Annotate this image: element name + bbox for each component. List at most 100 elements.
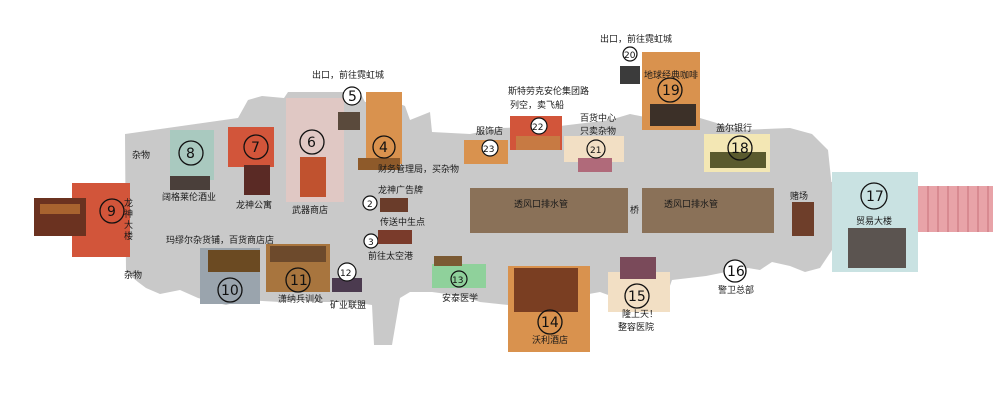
marker-4: 4 bbox=[379, 140, 388, 156]
building-5-photo bbox=[338, 112, 360, 130]
label-clothing-store: 服饰店 bbox=[476, 125, 503, 137]
building-4-block bbox=[366, 92, 402, 164]
marker-16: 16 bbox=[727, 264, 745, 280]
marker-10: 10 bbox=[221, 283, 239, 299]
building-15-photo bbox=[620, 257, 656, 279]
marker-10-circle bbox=[217, 277, 243, 303]
marker-11: 11 bbox=[290, 273, 308, 289]
marker-17-circle bbox=[860, 182, 888, 210]
marker-8-circle bbox=[178, 140, 204, 166]
building-7-photo bbox=[244, 165, 270, 195]
marker-19-circle bbox=[657, 77, 683, 103]
label-general-store: 玛缪尔杂货铺，百货商店店 bbox=[166, 234, 274, 246]
label-clinic: 安泰医学 bbox=[442, 292, 478, 304]
marker-12: 12 bbox=[340, 269, 351, 279]
label-zawu-bottom: 杂物 bbox=[124, 269, 142, 281]
marker-18: 18 bbox=[731, 141, 749, 157]
pink-striped-exit bbox=[918, 186, 993, 232]
label-zawu-top: 杂物 bbox=[132, 149, 150, 161]
building-10-photo bbox=[208, 250, 260, 272]
marker-6: 6 bbox=[307, 135, 316, 151]
marker-13: 13 bbox=[452, 276, 463, 286]
label-longshen-billboard: 龙神广告牌 bbox=[378, 184, 423, 196]
marker-8: 8 bbox=[186, 146, 195, 162]
canal-left-label: 透风口排水管 bbox=[514, 198, 568, 210]
building-8-block bbox=[170, 130, 214, 180]
marker-23: 23 bbox=[483, 145, 494, 155]
label-longshen-building-1: 龙 bbox=[124, 197, 133, 209]
building-6-photo bbox=[300, 157, 326, 197]
marker-14: 14 bbox=[541, 315, 559, 331]
building-8-photo bbox=[170, 176, 210, 190]
building-9-photo bbox=[34, 198, 86, 236]
canal-left bbox=[470, 188, 628, 233]
label-volii-hotel: 沃利酒店 bbox=[532, 334, 568, 346]
building-21-photo bbox=[578, 158, 612, 172]
marker-11-circle bbox=[285, 267, 311, 293]
building-4-photo bbox=[358, 158, 400, 170]
label-xiaona-bar: 潇纳兵训处 bbox=[278, 293, 323, 305]
label-exit-top-right: 出口，前往霓虹城 bbox=[600, 33, 672, 45]
canal-right-label: 透风口排水管 bbox=[664, 198, 718, 210]
label-shengtian-2: 整容医院 bbox=[618, 321, 654, 333]
label-mall-1: 百货中心 bbox=[580, 112, 616, 124]
building-12-photo bbox=[332, 278, 362, 292]
label-schmidt-1: 斯特劳克安伦集团路 bbox=[508, 85, 589, 97]
marker-7-circle bbox=[243, 134, 269, 160]
label-mall-2: 只卖杂物 bbox=[580, 125, 616, 137]
label-to-space-port: 前往太空港 bbox=[368, 250, 413, 262]
label-weapon-shop: 武器商店 bbox=[292, 204, 328, 216]
marker-21: 21 bbox=[590, 146, 601, 156]
pink-stripes bbox=[927, 186, 989, 232]
marker-5-circle bbox=[342, 86, 362, 106]
marker-5: 5 bbox=[348, 89, 357, 105]
billboard-photo bbox=[380, 198, 408, 212]
label-longshen-apartment: 龙神公寓 bbox=[236, 199, 272, 211]
label-longshen-building-4: 楼 bbox=[124, 230, 133, 242]
building-13-block bbox=[432, 264, 486, 288]
marker-9: 9 bbox=[107, 204, 116, 220]
marker-17: 17 bbox=[866, 189, 884, 205]
canal-right bbox=[642, 188, 774, 233]
building-22-photo bbox=[516, 136, 560, 150]
label-bonus: 赌场 bbox=[790, 190, 808, 202]
marker-15-circle bbox=[624, 283, 650, 309]
label-shengtian-1: 隆上天！ bbox=[622, 308, 658, 320]
marker-22-circle bbox=[530, 117, 548, 135]
marker-6-circle bbox=[299, 129, 325, 155]
marker-18-circle bbox=[727, 135, 753, 161]
bridge-label: 桥 bbox=[630, 204, 639, 216]
label-earth-cafe: 地球经典咖啡 bbox=[644, 69, 698, 81]
building-13-photo bbox=[434, 256, 462, 266]
label-longshen-building-3: 大 bbox=[124, 219, 133, 231]
label-kuaijie: 阔格莱伦酒业 bbox=[162, 191, 216, 203]
label-mining-union: 矿业联盟 bbox=[330, 299, 366, 311]
marker-9-circle bbox=[99, 198, 125, 224]
marker-12-circle bbox=[337, 262, 357, 282]
marker-20: 20 bbox=[624, 51, 636, 61]
label-trade-building: 贸易大楼 bbox=[856, 215, 892, 227]
marker-2: 2 bbox=[367, 200, 373, 210]
marker-14-circle bbox=[537, 309, 563, 335]
label-exit-top-left: 出口，前往霓虹城 bbox=[312, 69, 384, 81]
marker-16-circle bbox=[723, 259, 747, 283]
marker-22: 22 bbox=[532, 123, 543, 133]
marker-23-circle bbox=[481, 139, 499, 157]
marker-21-circle bbox=[586, 139, 606, 159]
marker-3: 3 bbox=[368, 238, 374, 248]
building-19-photo bbox=[650, 104, 696, 126]
marker-4-circle bbox=[372, 135, 396, 159]
label-longshen-building-2: 神 bbox=[124, 208, 133, 220]
building-17-photo bbox=[848, 228, 906, 268]
marker-15: 15 bbox=[628, 289, 646, 305]
label-schmidt-2: 列空，卖飞船 bbox=[510, 99, 564, 111]
building-7-block bbox=[228, 127, 274, 167]
building-11-photo bbox=[270, 246, 326, 262]
marker-20-circle bbox=[622, 46, 638, 62]
marker-2-circle bbox=[362, 195, 378, 211]
marker-13-circle bbox=[450, 270, 468, 288]
marker-19: 19 bbox=[662, 83, 680, 99]
label-police-hq: 警卫总部 bbox=[718, 284, 754, 296]
casino-photo bbox=[792, 202, 814, 236]
